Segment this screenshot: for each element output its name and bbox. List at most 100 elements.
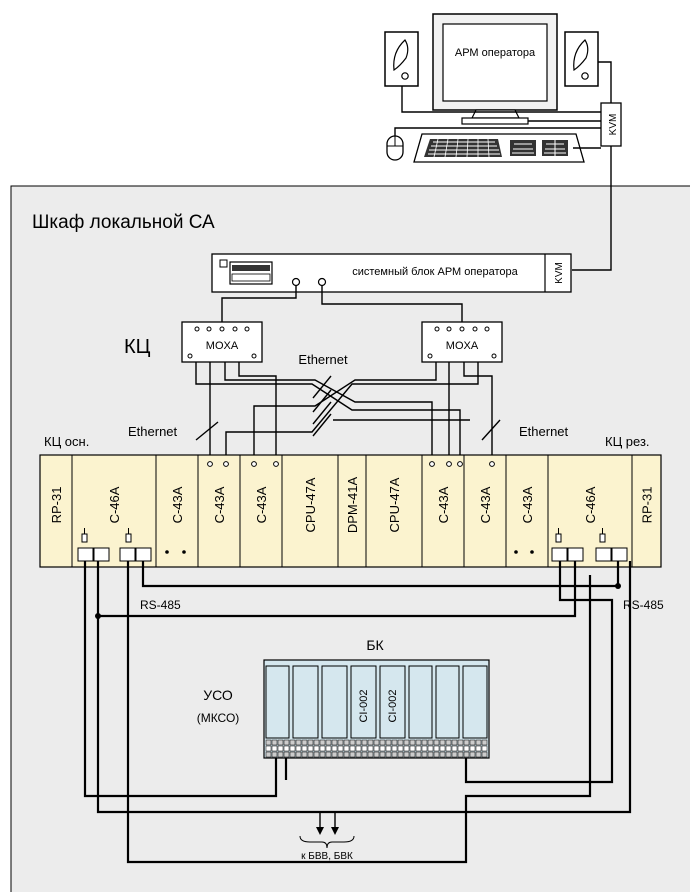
bk-terminal xyxy=(331,751,338,758)
bk-terminal xyxy=(289,739,296,746)
rack-port-dots xyxy=(207,461,495,467)
cable-right-speaker xyxy=(598,61,612,103)
bk-terminal xyxy=(463,745,470,752)
rs485-left-label: RS-485 xyxy=(140,598,181,612)
bk-terminal xyxy=(403,751,410,758)
bk-terminal xyxy=(355,745,362,752)
bk-terminal xyxy=(337,751,344,758)
ethernet-left-label: Ethernet xyxy=(128,424,178,439)
bk-module-3 xyxy=(321,665,348,739)
bk-terminal xyxy=(295,739,302,746)
rack-module-label-2: C-46A xyxy=(107,486,122,523)
eth-right-4 xyxy=(225,362,479,464)
bk-terminal xyxy=(361,745,368,752)
bk-terminal xyxy=(445,739,452,746)
bk-terminal xyxy=(289,751,296,758)
monitor-icon xyxy=(432,13,558,125)
bk-terminal xyxy=(433,739,440,746)
output-brace xyxy=(299,835,355,849)
bk-module-7 xyxy=(435,665,460,739)
bk-terminal xyxy=(283,739,290,746)
left-speaker-icon xyxy=(384,31,419,87)
bk-modules xyxy=(265,665,488,739)
bk-terminal xyxy=(457,745,464,752)
eth-left-3 xyxy=(224,362,433,464)
bk-terminal xyxy=(421,739,428,746)
bk-terminal xyxy=(313,751,320,758)
bk-terminal xyxy=(427,745,434,752)
rack-module-label-5: C-43A xyxy=(254,486,269,523)
moxa-right xyxy=(421,321,503,363)
bk-terminal xyxy=(373,751,380,758)
bk-terminal xyxy=(415,745,422,752)
eth-right-1 xyxy=(253,362,437,464)
mouse-icon xyxy=(386,135,404,161)
bk-terminal xyxy=(457,751,464,758)
bk-terminal xyxy=(355,751,362,758)
bk-terminal xyxy=(397,745,404,752)
module-dots xyxy=(165,550,534,554)
kc-label: КЦ xyxy=(124,336,151,358)
bk-terminal xyxy=(301,751,308,758)
bk-terminal xyxy=(271,745,278,752)
cable-kvm-down xyxy=(572,146,612,271)
rack-module-label-13: RP-31 xyxy=(640,487,655,524)
bk-terminal xyxy=(265,739,272,746)
bk-terminal xyxy=(451,745,458,752)
moxa-right-label: MOXA xyxy=(446,340,479,352)
bk-terminal xyxy=(481,751,488,758)
bk-terminal xyxy=(469,745,476,752)
bk-terminal xyxy=(403,739,410,746)
bk-terminal xyxy=(355,739,362,746)
bk-terminal xyxy=(403,745,410,752)
bk-terminal xyxy=(319,739,326,746)
bk-terminal xyxy=(415,751,422,758)
bk-terminal xyxy=(391,751,398,758)
bk-terminal xyxy=(475,751,482,758)
system-unit-port-1 xyxy=(291,277,301,287)
link-sysunit-moxa-left xyxy=(221,286,297,322)
bus-marker-top-2 xyxy=(312,389,332,413)
bk-terminal xyxy=(265,745,272,752)
bk-terminal xyxy=(349,751,356,758)
bk-module-2 xyxy=(292,665,319,739)
bk-terminal xyxy=(325,745,332,752)
bk-terminal xyxy=(337,739,344,746)
bk-terminal xyxy=(271,751,278,758)
bk-terminal xyxy=(463,751,470,758)
bk-terminal xyxy=(391,739,398,746)
bk-terminal xyxy=(445,745,452,752)
right-speaker-icon xyxy=(564,31,599,87)
bk-terminal xyxy=(409,739,416,746)
bk-terminal xyxy=(421,751,428,758)
bk-terminal xyxy=(367,745,374,752)
ethernet-top-label: Ethernet xyxy=(298,352,348,367)
rack-module-label-11: C-43A xyxy=(520,486,535,523)
bk-terminal xyxy=(301,745,308,752)
rack-module-label-1: RP-31 xyxy=(49,487,64,524)
bk-terminal xyxy=(415,739,422,746)
bk-terminal xyxy=(463,739,470,746)
rack-module-label-3: C-43A xyxy=(170,486,185,523)
bk-terminal xyxy=(307,739,314,746)
bk-terminal xyxy=(475,739,482,746)
bk-label: БК xyxy=(366,637,384,653)
rack-module-label-6: CPU-47A xyxy=(303,477,318,532)
rack-module-13 xyxy=(631,454,662,568)
bk-terminal xyxy=(385,739,392,746)
bk-terminal xyxy=(481,739,488,746)
bk-terminal xyxy=(469,751,476,758)
bus-marker-top-3 xyxy=(312,401,332,425)
bk-terminal xyxy=(325,739,332,746)
bk-terminal xyxy=(301,739,308,746)
bk-terminal xyxy=(373,739,380,746)
bus-marker-top-1 xyxy=(312,375,332,399)
bk-terminal xyxy=(277,745,284,752)
bk-terminal xyxy=(433,745,440,752)
rack-module-label-4: C-43A xyxy=(212,486,227,523)
bk-terminal xyxy=(373,745,380,752)
bk-terminal xyxy=(457,739,464,746)
